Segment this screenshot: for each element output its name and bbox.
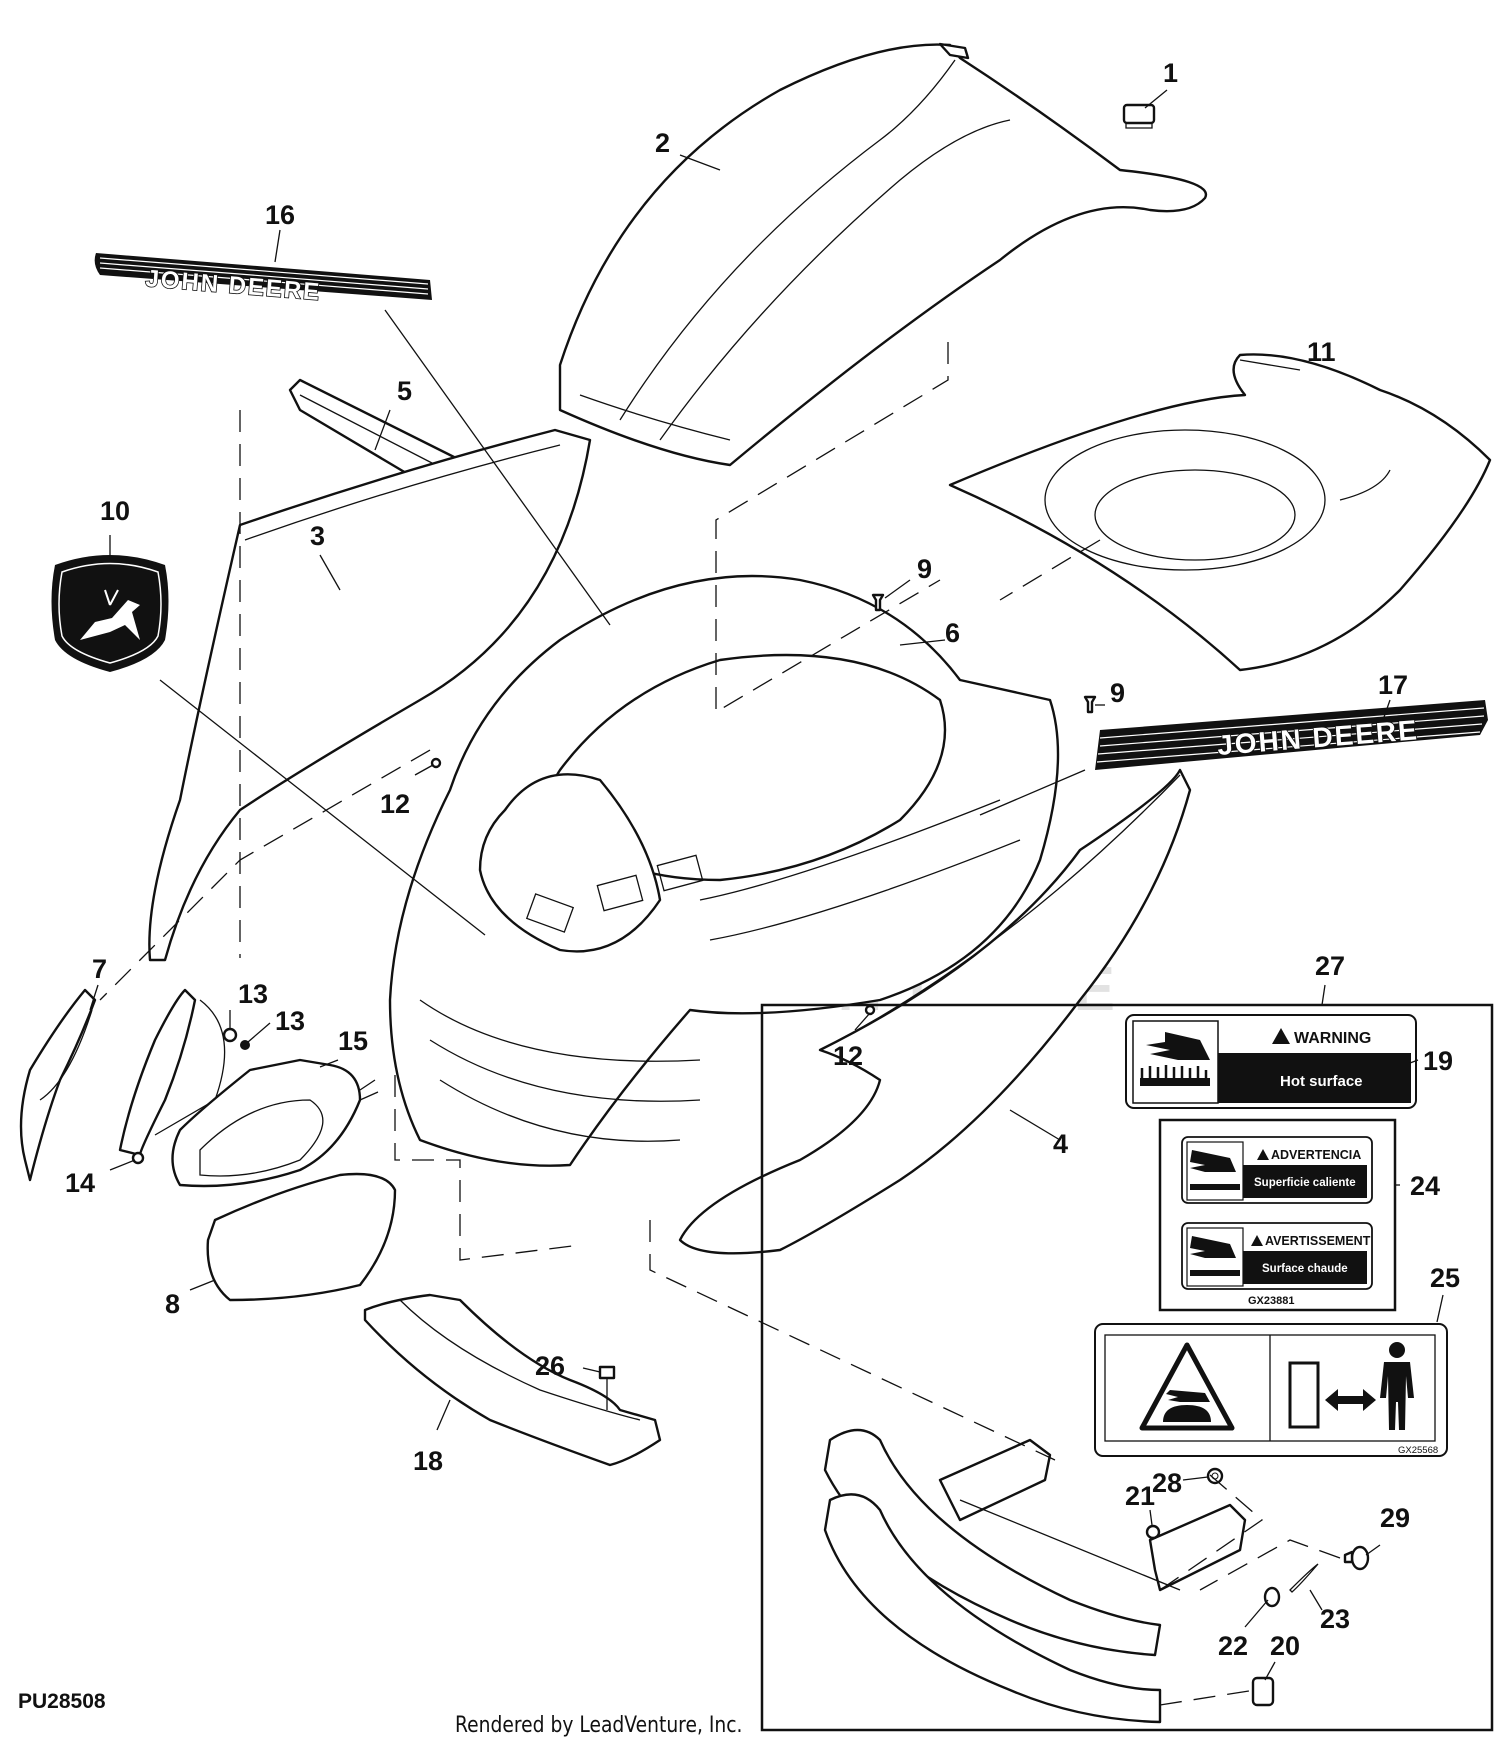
callout-23[interactable]: 23 — [1320, 1604, 1350, 1634]
callout-10[interactable]: 10 — [100, 496, 130, 526]
assembly-lines — [99, 342, 1341, 1706]
callout-11[interactable]: 11 — [1307, 337, 1336, 367]
part-rear-shroud[interactable] — [948, 353, 1492, 672]
part-screw-9a[interactable] — [871, 593, 885, 612]
callout-2[interactable]: 2 — [655, 128, 670, 158]
double-arrow-icon — [1325, 1389, 1376, 1411]
decal-25-part-number: GX25568 — [1398, 1445, 1438, 1456]
warning-triangle-icon — [1251, 1235, 1263, 1246]
callout-9b[interactable]: 9 — [1110, 678, 1125, 708]
part-nut-28[interactable] — [1206, 1467, 1224, 1485]
callout-7[interactable]: 7 — [92, 954, 107, 984]
part-washer-21[interactable] — [1145, 1524, 1161, 1540]
machine-rectangle-icon — [1288, 1361, 1320, 1429]
part-headlight-housing[interactable] — [171, 1058, 379, 1188]
hot-surface-hand-icon — [1190, 1150, 1236, 1172]
decal-warning-en[interactable]: WARNING Hot surface — [1125, 1014, 1417, 1109]
figure-id: PU28508 — [18, 1690, 106, 1713]
decal-24-part-number: GX23881 — [1248, 1295, 1294, 1307]
callout-12b[interactable]: 12 — [833, 1041, 863, 1071]
callout-20[interactable]: 20 — [1270, 1631, 1300, 1661]
callout-15[interactable]: 15 — [338, 1026, 368, 1056]
callout-27[interactable]: 27 — [1315, 951, 1345, 981]
callout-1[interactable]: 1 — [1163, 58, 1178, 88]
part-screw-9b[interactable] — [1083, 695, 1097, 714]
part-right-side-panel[interactable] — [678, 768, 1192, 1255]
callout-13b[interactable]: 13 — [275, 1006, 305, 1036]
part-headlight-lens-left[interactable] — [19, 988, 97, 1182]
callout-29[interactable]: 29 — [1380, 1503, 1410, 1533]
part-main-body-frame[interactable] — [388, 574, 1060, 1167]
callout-24[interactable]: 24 — [1410, 1171, 1440, 1201]
part-nut-b[interactable] — [240, 1040, 250, 1050]
callout-4[interactable]: 4 — [1053, 1129, 1068, 1159]
decal-warning-es-fr[interactable]: ADVERTENCIA Superficie caliente AVERTISS… — [1158, 1118, 1397, 1312]
decal-es-heading: ADVERTENCIA — [1271, 1148, 1361, 1162]
callout-22[interactable]: 22 — [1218, 1631, 1248, 1661]
part-screw-12a[interactable] — [430, 757, 442, 769]
part-left-side-panel[interactable] — [148, 428, 592, 962]
part-headlight-cover[interactable] — [206, 1172, 397, 1302]
part-lower-bumper[interactable] — [363, 1293, 662, 1467]
footer-credit: Rendered by LeadVenture, Inc. — [455, 1713, 743, 1738]
part-clip-pin-23[interactable] — [1289, 1563, 1319, 1593]
callout-19[interactable]: 19 — [1423, 1046, 1453, 1076]
callout-17[interactable]: 17 — [1378, 670, 1408, 700]
part-deer-logo-badge[interactable] — [51, 555, 169, 672]
warning-triangle-icon — [1272, 1028, 1290, 1044]
part-pin-22[interactable] — [1263, 1586, 1281, 1608]
part-hood-decal-right[interactable]: JOHN DEERE — [1095, 700, 1488, 770]
person-icon — [1380, 1342, 1414, 1430]
callout-28[interactable]: 28 — [1152, 1468, 1182, 1498]
callout-26[interactable]: 26 — [535, 1351, 565, 1381]
part-bumper-bracket[interactable] — [938, 1438, 1247, 1592]
part-clip[interactable] — [1122, 103, 1156, 129]
callout-14[interactable]: 14 — [65, 1168, 95, 1198]
callout-3[interactable]: 3 — [310, 521, 325, 551]
part-nut-a[interactable] — [222, 1027, 238, 1043]
decal-fr-heading: AVERTISSEMENT — [1265, 1234, 1371, 1248]
hot-surface-hand-icon — [1190, 1236, 1236, 1258]
callout-9a[interactable]: 9 — [917, 554, 932, 584]
callout-12a[interactable]: 12 — [380, 789, 410, 819]
hot-surface-triangle-icon — [1139, 1342, 1235, 1431]
part-front-bumper-bar-lower[interactable] — [823, 1493, 1162, 1724]
part-headlight-bezel[interactable] — [118, 988, 226, 1165]
part-hood-decal-left[interactable]: JOHN DEERE — [94, 253, 433, 307]
callout-8[interactable]: 8 — [165, 1289, 180, 1319]
decal-en-body: Hot surface — [1280, 1073, 1363, 1090]
leader-lines — [89, 89, 1444, 1681]
decal-hot-surface-keep-away[interactable]: GX25568 — [1094, 1323, 1448, 1457]
part-bolt-26[interactable] — [598, 1365, 616, 1410]
hot-surface-hand-icon — [1146, 1032, 1210, 1060]
part-end-cap-20[interactable] — [1251, 1676, 1275, 1707]
part-screw-12b[interactable] — [864, 1004, 876, 1016]
callout-13a[interactable]: 13 — [238, 979, 268, 1009]
callout-18[interactable]: 18 — [413, 1446, 443, 1476]
decal-es-body: Superficie caliente — [1254, 1177, 1356, 1189]
callout-21[interactable]: 21 — [1125, 1481, 1155, 1511]
callout-16[interactable]: 16 — [265, 200, 295, 230]
decal-fr-body: Surface chaude — [1262, 1263, 1348, 1275]
callouts: 1 2 3 4 5 6 7 8 9 9 10 11 12 12 13 13 14… — [65, 58, 1460, 1661]
warning-triangle-icon — [1257, 1149, 1269, 1160]
callout-5[interactable]: 5 — [397, 376, 412, 406]
part-pin-29[interactable] — [1343, 1545, 1370, 1571]
decal-en-heading: WARNING — [1294, 1030, 1371, 1047]
callout-6[interactable]: 6 — [945, 618, 960, 648]
callout-25[interactable]: 25 — [1430, 1263, 1460, 1293]
part-hood[interactable] — [558, 42, 1208, 467]
kit-inset-box — [760, 1003, 1494, 1732]
